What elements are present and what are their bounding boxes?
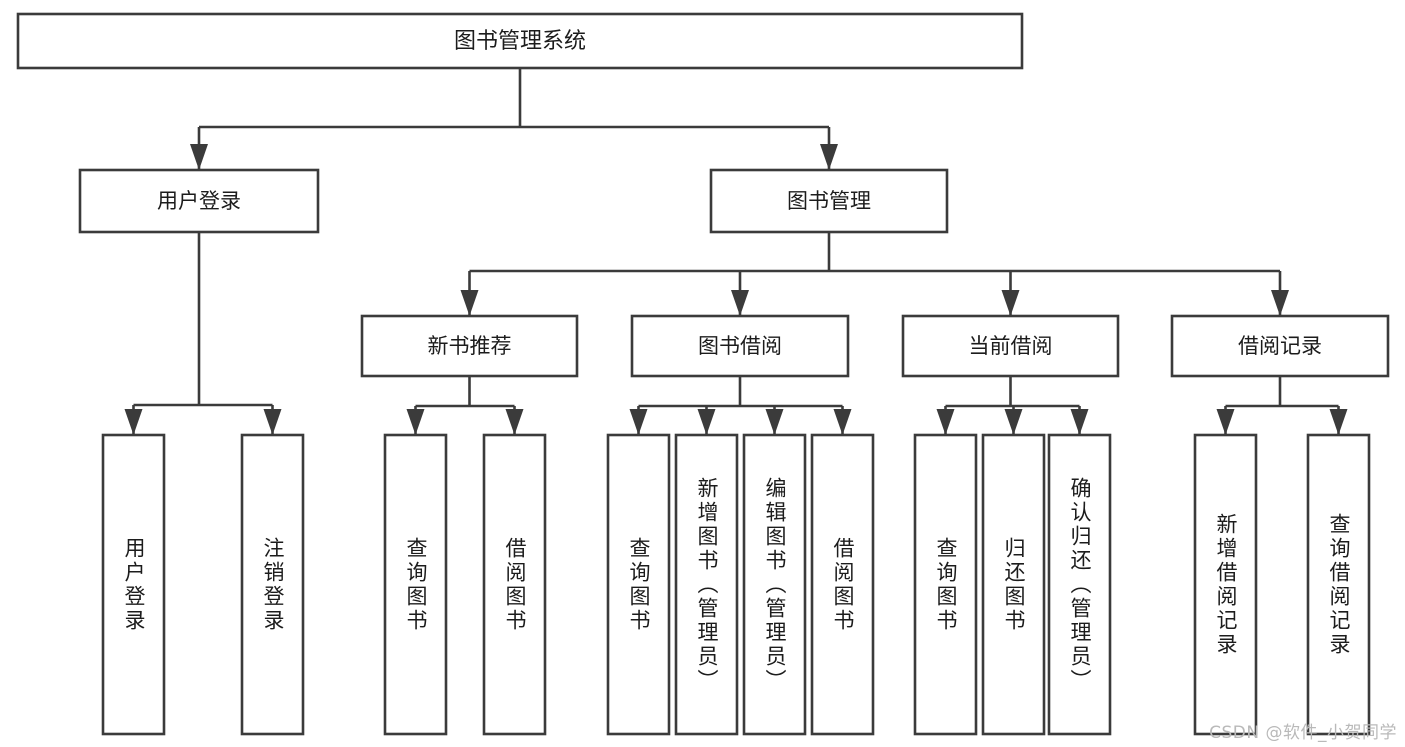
node-l-borrow-book-1[interactable] [482, 433, 547, 736]
node-box[interactable] [674, 433, 739, 736]
arrow-head-icon [1001, 290, 1020, 316]
node-box[interactable] [913, 433, 978, 736]
node-box[interactable] [742, 433, 807, 736]
arrow-head-icon [765, 409, 784, 435]
node-label: 用户登录 [157, 189, 241, 213]
node-l-confirm-return[interactable] [1047, 433, 1112, 736]
node-n-borrow-record[interactable]: 借阅记录 [1170, 314, 1390, 378]
arrow-head-icon [833, 409, 852, 435]
arrow-head-icon [263, 409, 282, 435]
node-root[interactable]: 图书管理系统 [16, 12, 1024, 70]
node-l-add-record[interactable] [1193, 433, 1258, 736]
node-n-book-mgmt[interactable]: 图书管理 [709, 168, 949, 234]
node-box[interactable] [810, 433, 875, 736]
node-label: 当前借阅 [969, 334, 1053, 358]
node-l-user-login[interactable] [101, 433, 166, 736]
arrow-head-icon [697, 409, 716, 435]
node-l-query-record[interactable] [1306, 433, 1371, 736]
arrow-head-icon [124, 409, 143, 435]
arrow-head-icon [460, 290, 479, 316]
node-box[interactable] [901, 314, 1120, 378]
node-n-user-login[interactable]: 用户登录 [78, 168, 320, 234]
node-box[interactable] [606, 433, 671, 736]
node-box[interactable] [78, 168, 320, 234]
node-box[interactable] [1193, 433, 1258, 736]
node-box[interactable] [482, 433, 547, 736]
connector-layer [124, 68, 1348, 435]
node-label: 图书借阅 [698, 334, 782, 358]
node-l-logout[interactable] [240, 433, 305, 736]
node-l-borrow-book-2[interactable] [810, 433, 875, 736]
arrow-head-icon [406, 409, 425, 435]
node-l-return-book[interactable] [981, 433, 1046, 736]
node-box[interactable] [16, 12, 1024, 70]
arrow-head-icon [1216, 409, 1235, 435]
arrow-head-icon [629, 409, 648, 435]
arrow-head-icon [1329, 409, 1348, 435]
node-box[interactable] [630, 314, 850, 378]
node-box[interactable] [1170, 314, 1390, 378]
node-l-query-book-1[interactable] [383, 433, 448, 736]
node-box[interactable] [981, 433, 1046, 736]
node-label: 图书管理系统 [454, 29, 586, 54]
node-l-add-book[interactable] [674, 433, 739, 736]
node-l-query-book-2[interactable] [606, 433, 671, 736]
arrow-head-icon [820, 144, 838, 170]
node-box[interactable] [1306, 433, 1371, 736]
arrow-head-icon [190, 144, 208, 170]
node-label: 借阅记录 [1238, 334, 1322, 358]
node-n-new-book-rec[interactable]: 新书推荐 [360, 314, 579, 378]
node-box[interactable] [360, 314, 579, 378]
arrow-head-icon [1070, 409, 1089, 435]
node-box[interactable] [709, 168, 949, 234]
node-n-current-borrow[interactable]: 当前借阅 [901, 314, 1120, 378]
node-n-book-borrow[interactable]: 图书借阅 [630, 314, 850, 378]
arrow-head-icon [1004, 409, 1023, 435]
node-label: 图书管理 [787, 189, 871, 213]
node-box[interactable] [1047, 433, 1112, 736]
node-l-edit-book[interactable] [742, 433, 807, 736]
arrow-head-icon [1271, 290, 1289, 316]
arrow-head-icon [731, 290, 749, 316]
csdn-watermark: CSDN @软件_小贺同学 [1209, 723, 1397, 743]
arrow-head-icon [936, 409, 955, 435]
node-box[interactable] [240, 433, 305, 736]
node-label: 新书推荐 [428, 334, 512, 358]
node-box[interactable] [101, 433, 166, 736]
node-l-query-book-3[interactable] [913, 433, 978, 736]
arrow-head-icon [505, 409, 524, 435]
node-box[interactable] [383, 433, 448, 736]
